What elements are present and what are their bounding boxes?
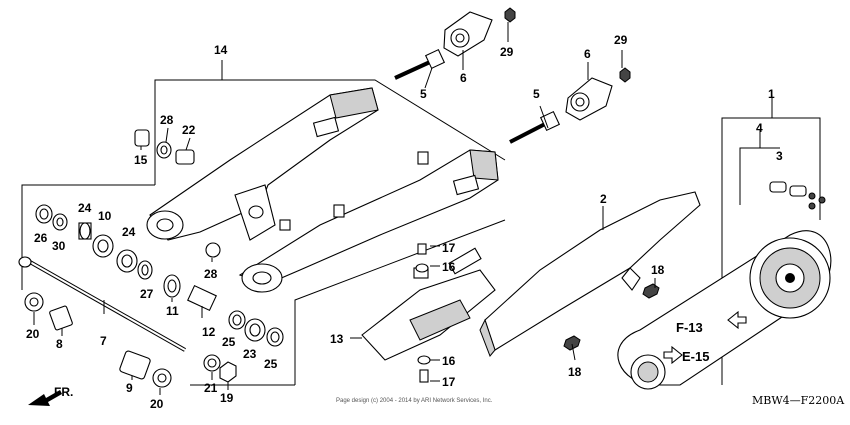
callout-14: 14 xyxy=(214,43,228,57)
small-parts xyxy=(24,129,284,388)
callout-18: 18 xyxy=(568,365,582,379)
pivot-bolt xyxy=(18,256,186,352)
small-bolts xyxy=(415,243,660,383)
callout-29: 29 xyxy=(614,33,628,47)
callout-1: 1 xyxy=(768,87,775,101)
callout-11: 11 xyxy=(166,304,179,318)
chain-slider xyxy=(361,247,496,361)
front-arrow: FR. xyxy=(28,385,73,406)
callout-numbers: 1 2 3 4 5 5 6 6 7 8 9 10 11 12 13 14 15 … xyxy=(26,33,783,411)
callout-19: 19 xyxy=(220,391,234,405)
front-label: FR. xyxy=(54,385,73,399)
callout-21: 21 xyxy=(204,381,218,395)
callout-20: 20 xyxy=(26,327,40,341)
callout-16: 16 xyxy=(442,260,456,274)
callout-4: 4 xyxy=(756,121,763,135)
callout-20: 20 xyxy=(150,397,164,411)
section-ref-f13: F-13 xyxy=(676,310,747,335)
callout-26: 26 xyxy=(34,231,48,245)
swingarm xyxy=(146,87,499,293)
callout-18: 18 xyxy=(651,263,665,277)
chain-adjusters xyxy=(394,7,631,144)
master-link xyxy=(769,181,826,210)
callout-17: 17 xyxy=(442,375,456,389)
callout-27: 27 xyxy=(140,287,154,301)
callout-5: 5 xyxy=(420,87,427,101)
callout-25: 25 xyxy=(264,357,278,371)
section-ref-label: F-13 xyxy=(676,320,703,335)
callout-22: 22 xyxy=(182,123,196,137)
callout-3: 3 xyxy=(776,149,783,163)
callout-15: 15 xyxy=(134,153,148,167)
callout-16: 16 xyxy=(442,354,456,368)
callout-6: 6 xyxy=(584,47,591,61)
callout-10: 10 xyxy=(98,209,112,223)
section-ref-e15: E-15 xyxy=(663,345,709,365)
leader-lines xyxy=(33,22,656,395)
callout-25: 25 xyxy=(222,335,236,349)
chain-case xyxy=(479,191,701,357)
callout-2: 2 xyxy=(600,192,607,206)
diagram-code: MBW4—F2200A xyxy=(752,394,845,407)
section-ref-label: E-15 xyxy=(682,349,709,364)
callout-9: 9 xyxy=(126,381,133,395)
callout-7: 7 xyxy=(100,334,107,348)
callout-17: 17 xyxy=(442,241,456,255)
callout-12: 12 xyxy=(202,325,216,339)
callout-24: 24 xyxy=(78,201,92,215)
callout-29: 29 xyxy=(500,45,514,59)
callout-28: 28 xyxy=(204,267,218,281)
callout-8: 8 xyxy=(56,337,63,351)
callout-23: 23 xyxy=(243,347,257,361)
callout-6: 6 xyxy=(460,71,467,85)
copyright-notice: Page design (c) 2004 - 2014 by ARI Netwo… xyxy=(336,398,493,404)
callout-24: 24 xyxy=(122,225,136,239)
group-boundary-lines xyxy=(21,60,821,386)
callout-13: 13 xyxy=(330,332,344,346)
drive-chain xyxy=(617,181,832,390)
callout-30: 30 xyxy=(52,239,66,253)
callout-28: 28 xyxy=(160,113,174,127)
callout-5: 5 xyxy=(533,87,540,101)
